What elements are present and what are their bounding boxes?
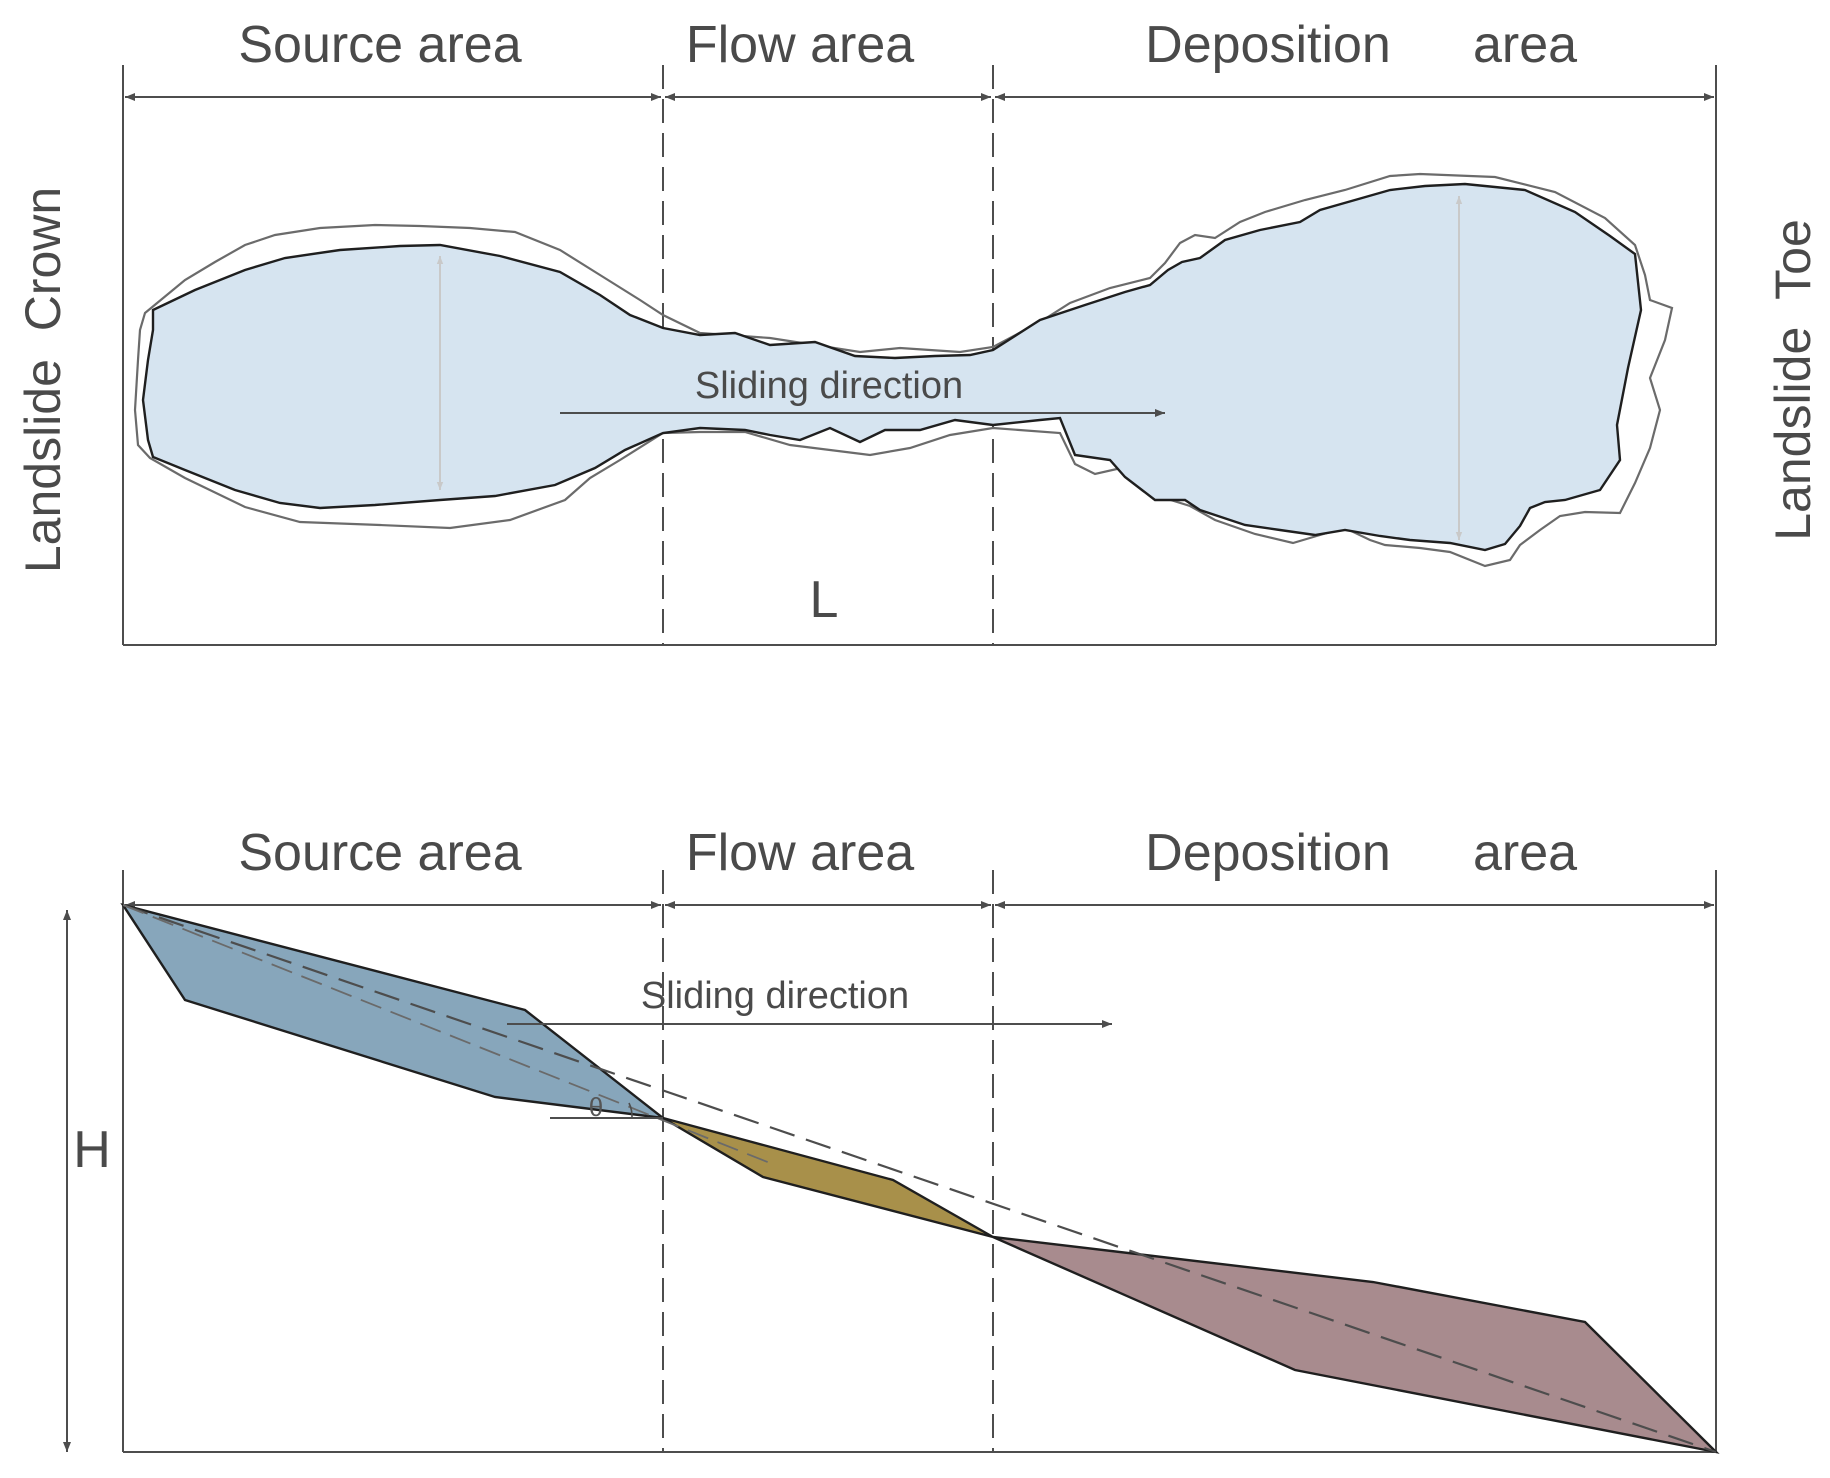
angle-label: θ — [589, 1092, 603, 1122]
profile-flow-area-label: Flow area — [686, 824, 914, 882]
height-label: H — [73, 1121, 111, 1179]
profile-deposition-label-word2: area — [1473, 824, 1577, 882]
angle-arc — [628, 1102, 633, 1119]
deposition-area-profile — [992, 1235, 1720, 1454]
plan-source-area-label: Source area — [238, 16, 521, 74]
profile-sliding-direction-label: Sliding direction — [641, 975, 909, 1017]
plan-landslide-body — [141, 182, 1643, 552]
plan-length-label: L — [810, 571, 839, 629]
profile-source-area-label: Source area — [238, 824, 521, 882]
overall-slope-line — [122, 903, 1717, 1454]
source-area-profile — [120, 903, 668, 1120]
landslide-toe-label: Landslide Toe — [1765, 219, 1821, 541]
landslide-crown-label: Landslide Crown — [15, 187, 71, 573]
plan-deposition-label-word1: Deposition — [1145, 16, 1391, 74]
plan-flow-area-label: Flow area — [686, 16, 914, 74]
source-slope-line — [122, 904, 776, 1166]
plan-view: Source area Flow area Deposition area Sl… — [15, 16, 1821, 646]
plan-deposition-label-word2: area — [1473, 16, 1577, 74]
flow-area-profile — [662, 1116, 994, 1239]
plan-outer-outline — [133, 172, 1674, 568]
profile-deposition-label-word1: Deposition — [1145, 824, 1391, 882]
profile-view: Source area Flow area Deposition area Sl… — [63, 824, 1720, 1454]
plan-sliding-direction-label: Sliding direction — [695, 365, 963, 407]
